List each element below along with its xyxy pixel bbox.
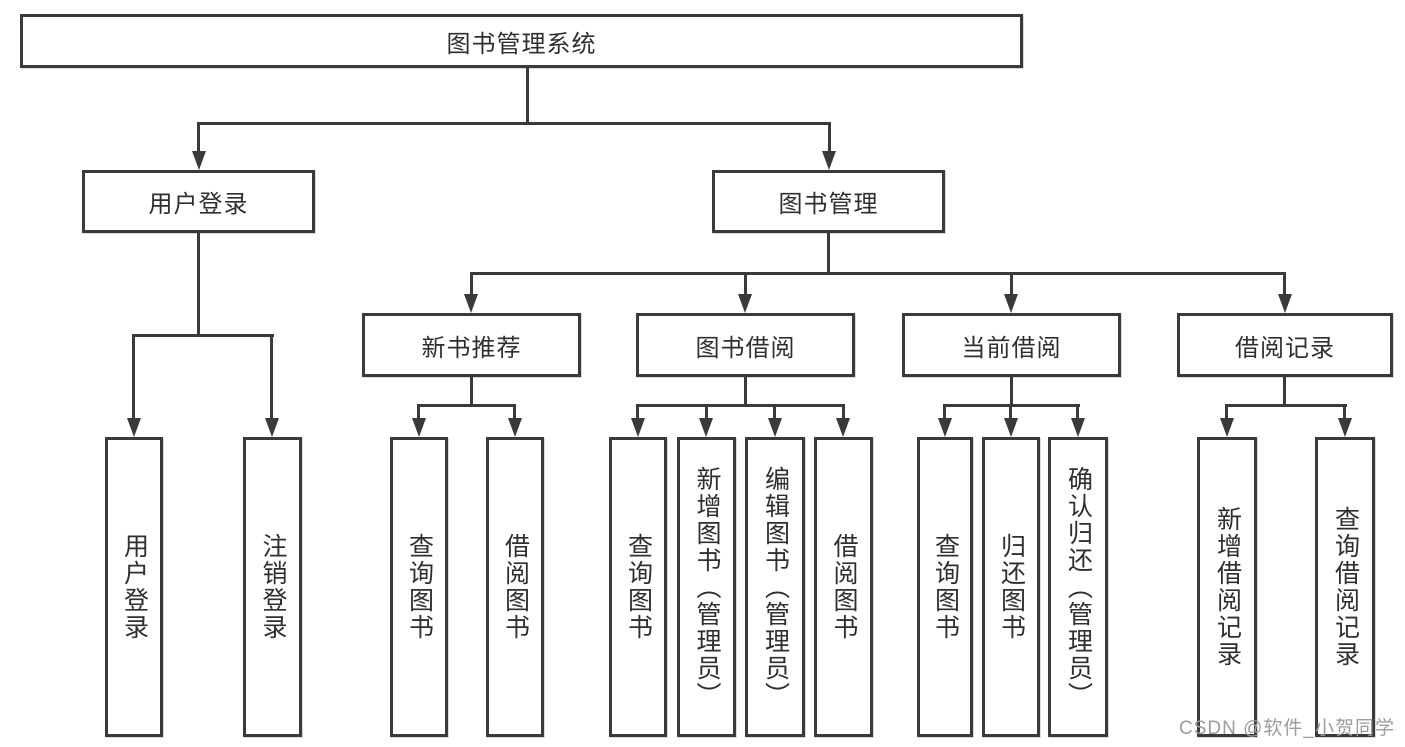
connector-newbook-branch xyxy=(418,404,516,407)
connector-bookborrow-leaf1 xyxy=(636,404,639,421)
connector-root-stem xyxy=(526,68,529,125)
arrow-down-icon xyxy=(265,418,279,437)
connector-to-current-borrow xyxy=(1010,272,1013,297)
arrow-down-icon xyxy=(1220,418,1234,437)
arrow-down-icon xyxy=(836,418,850,437)
arrow-down-icon xyxy=(412,418,426,437)
connector-currentborrow-leaf2 xyxy=(1009,404,1012,421)
connector-bookborrow-leaf4 xyxy=(842,404,845,421)
node-leaf-user-login-label: 用户登录 xyxy=(120,533,149,641)
node-leaf-edit-books-admin: 编辑图书（管理员） xyxy=(745,437,805,737)
node-current-borrow-label: 当前借阅 xyxy=(961,334,1062,362)
connector-bookmgmt-branch xyxy=(470,272,1286,275)
connector-root-branch xyxy=(197,122,830,125)
node-book-borrow: 图书借阅 xyxy=(636,313,855,377)
node-leaf-query-borrow-record: 查询借阅记录 xyxy=(1315,437,1375,737)
node-leaf-borrow-books-2: 借阅图书 xyxy=(814,437,873,737)
connector-bookborrow-leaf3 xyxy=(773,404,776,421)
node-leaf-confirm-return-admin: 确认归还（管理员） xyxy=(1048,437,1108,737)
node-leaf-confirm-return-admin-label: 确认归还（管理员） xyxy=(1064,465,1093,709)
node-leaf-query-borrow-record-label: 查询借阅记录 xyxy=(1331,506,1360,668)
node-leaf-add-borrow-record-label: 新增借阅记录 xyxy=(1213,506,1242,668)
node-leaf-add-borrow-record: 新增借阅记录 xyxy=(1197,437,1257,737)
connector-currentborrow-leaf3 xyxy=(1076,404,1079,421)
connector-root-to-bookmgmt xyxy=(828,122,831,154)
connector-to-book-borrow xyxy=(744,272,747,297)
connector-currentborrow-branch xyxy=(944,404,1080,407)
connector-records-branch xyxy=(1226,404,1347,407)
node-borrow-records-label: 借阅记录 xyxy=(1235,334,1335,362)
connector-records-leaf2 xyxy=(1343,404,1346,421)
node-leaf-logout: 注销登录 xyxy=(243,437,302,737)
node-leaf-borrow-books-1-label: 借阅图书 xyxy=(501,533,530,641)
node-leaf-user-login: 用户登录 xyxy=(105,437,163,737)
connector-login-branch xyxy=(133,334,274,337)
arrow-down-icon xyxy=(1278,294,1292,313)
node-user-login: 用户登录 xyxy=(82,170,315,233)
arrow-down-icon xyxy=(768,418,782,437)
node-new-book-recommend-label: 新书推荐 xyxy=(421,334,522,362)
node-leaf-borrow-books-2-label: 借阅图书 xyxy=(830,533,858,641)
node-book-borrow-label: 图书借阅 xyxy=(695,334,796,362)
node-leaf-add-books-admin: 新增图书（管理员） xyxy=(677,437,736,737)
node-leaf-query-books-2: 查询图书 xyxy=(609,437,667,737)
node-current-borrow: 当前借阅 xyxy=(902,313,1121,377)
arrow-down-icon xyxy=(822,151,836,170)
arrow-down-icon xyxy=(1071,418,1085,437)
arrow-down-icon xyxy=(127,418,141,437)
connector-records-stem xyxy=(1283,377,1286,407)
arrow-down-icon xyxy=(1004,418,1018,437)
node-leaf-return-books-label: 归还图书 xyxy=(997,533,1026,641)
node-leaf-query-books-1: 查询图书 xyxy=(390,437,448,737)
connector-bookborrow-stem xyxy=(744,377,747,407)
node-root: 图书管理系统 xyxy=(20,14,1023,68)
connector-root-to-login xyxy=(197,122,200,154)
node-new-book-recommend: 新书推荐 xyxy=(362,313,581,377)
connector-newbook-leaf1 xyxy=(417,404,420,421)
connector-bookmgmt-stem xyxy=(827,233,830,275)
arrow-down-icon xyxy=(192,151,206,170)
connector-currentborrow-stem xyxy=(1010,377,1013,407)
node-leaf-query-books-1-label: 查询图书 xyxy=(405,533,434,641)
node-user-login-label: 用户登录 xyxy=(148,191,249,218)
connector-currentborrow-leaf1 xyxy=(943,404,946,421)
arrow-down-icon xyxy=(938,418,952,437)
connector-login-stem xyxy=(197,233,200,337)
connector-bookborrow-leaf2 xyxy=(705,404,708,421)
connector-newbook-leaf2 xyxy=(513,404,516,421)
node-leaf-borrow-books-1: 借阅图书 xyxy=(486,437,544,737)
node-borrow-records: 借阅记录 xyxy=(1177,313,1393,377)
arrow-down-icon xyxy=(1338,418,1352,437)
node-leaf-query-books-3: 查询图书 xyxy=(917,437,973,737)
arrow-down-icon xyxy=(508,418,522,437)
node-leaf-logout-label: 注销登录 xyxy=(259,533,287,641)
csdn-watermark: CSDN @软件_小贺同学 xyxy=(1179,718,1395,739)
arrow-down-icon xyxy=(1004,294,1018,313)
node-leaf-return-books: 归还图书 xyxy=(982,437,1040,737)
node-book-management: 图书管理 xyxy=(712,170,945,233)
node-leaf-query-books-2-label: 查询图书 xyxy=(624,533,653,641)
node-leaf-edit-books-admin-label: 编辑图书（管理员） xyxy=(761,465,790,709)
connector-newbook-stem xyxy=(470,377,473,407)
connector-bookborrow-branch xyxy=(637,404,845,407)
node-leaf-add-books-admin-label: 新增图书（管理员） xyxy=(693,465,721,709)
arrow-down-icon xyxy=(631,418,645,437)
connector-login-to-leaf1 xyxy=(132,334,135,420)
node-leaf-query-books-3-label: 查询图书 xyxy=(931,533,960,641)
connector-records-leaf1 xyxy=(1225,404,1228,421)
connector-to-borrow-records xyxy=(1283,272,1286,297)
arrow-down-icon xyxy=(464,294,478,313)
node-root-label: 图书管理系统 xyxy=(446,30,597,58)
connector-login-to-leaf2 xyxy=(270,334,273,420)
arrow-down-icon xyxy=(699,418,713,437)
arrow-down-icon xyxy=(738,294,752,313)
connector-to-new-books xyxy=(470,272,473,297)
node-book-management-label: 图书管理 xyxy=(778,191,879,218)
